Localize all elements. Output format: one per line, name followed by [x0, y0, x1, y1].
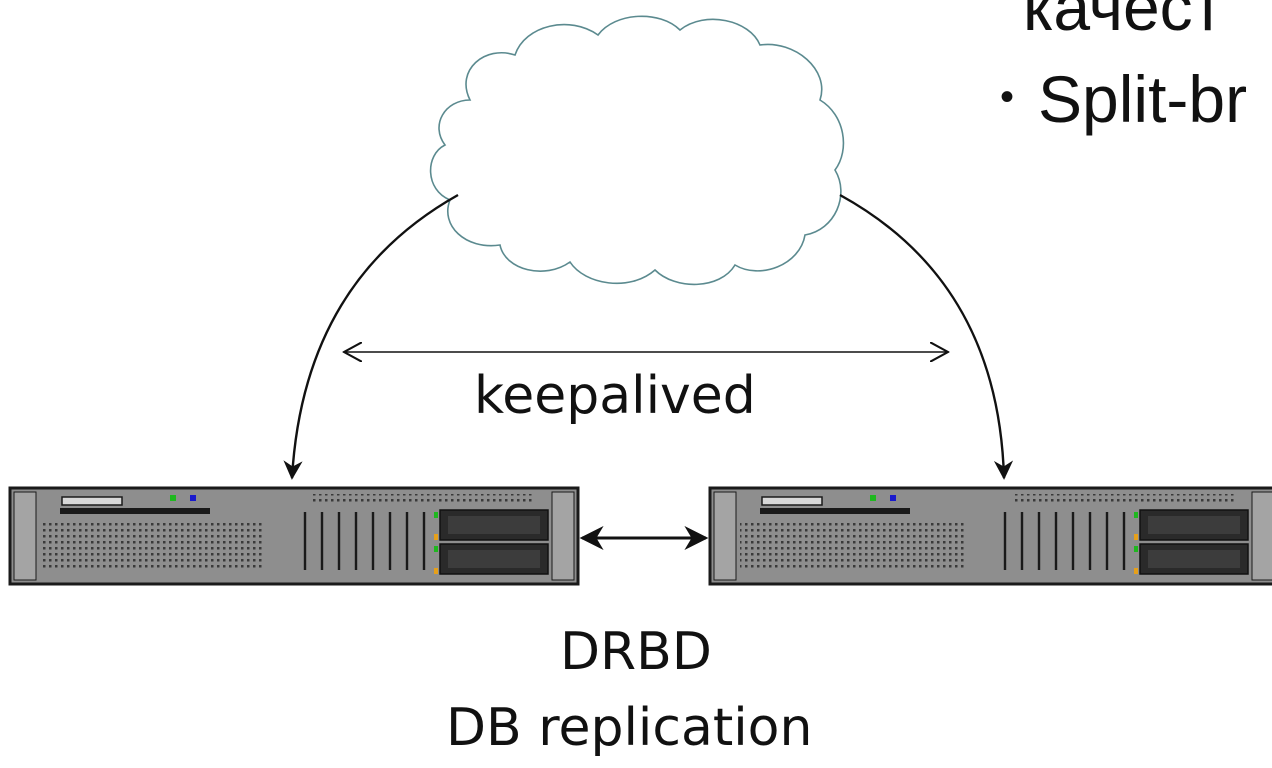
bullet-dot: •: [1000, 75, 1015, 119]
keepalived-label: keepalived: [474, 366, 756, 426]
cloud-to-left-server-arrow: [283, 193, 459, 480]
server-right: [708, 486, 1272, 586]
cloud-icon: [429, 15, 845, 286]
led-green: [170, 495, 176, 501]
db-replication-label: DB replication: [446, 698, 813, 758]
bullet-item: •Split-br: [1000, 66, 1247, 132]
led-blue: [190, 495, 196, 501]
cloud-to-right-server-arrow: [839, 193, 1014, 480]
server-left: [8, 486, 580, 586]
drbd-label: DRBD: [560, 622, 712, 682]
led-green: [870, 495, 876, 501]
led-blue: [890, 495, 896, 501]
bullet-text-line-1: качест: [1023, 0, 1223, 44]
bullet-text-line-2: Split-br: [1038, 62, 1248, 136]
